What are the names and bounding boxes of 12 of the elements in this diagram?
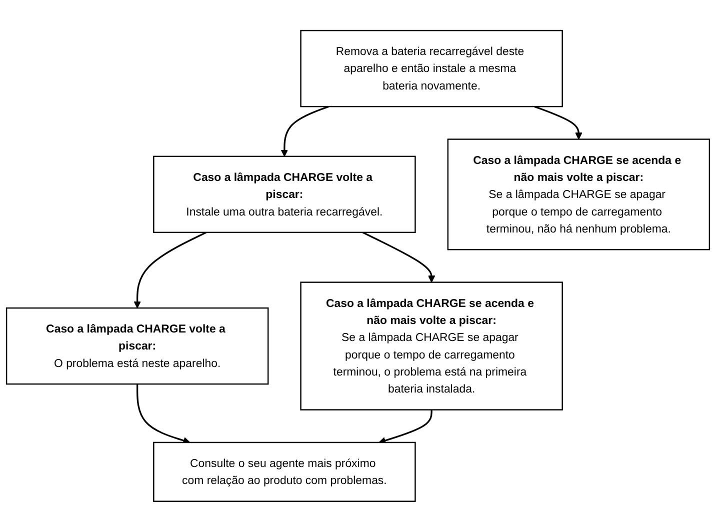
arrow (534, 106, 582, 140)
node-box: Caso a lâmpada CHARGE se acenda e não mais volte a piscar: Se a lâmpada CHARGE se apagar porque o tempo de carregamento terminou, não há nenhum problema. (447, 138, 710, 250)
node-box: Caso a lâmpada CHARGE volte a piscar: Instale uma outra bateria recarregável. (153, 156, 416, 234)
node-box: Remova a bateria recarregável deste aparelho e então instale a mesma bateria novamente. (300, 30, 563, 108)
arrow (280, 106, 329, 157)
node-box: Caso a lâmpada CHARGE se acenda e não mais volte a piscar: Se a lâmpada CHARGE se apagar porque o tempo de carregamento terminou, o problema está na primeira bateria instalada. (300, 282, 563, 410)
node-box: Consulte o seu agente mais próximo com relação ao produto com problemas. (153, 442, 416, 502)
arrow (136, 384, 190, 444)
arrow (362, 232, 436, 283)
arrow (378, 410, 432, 444)
node-box: Caso a lâmpada CHARGE volte a piscar: O problema está neste aparelho. (6, 307, 269, 385)
arrow (134, 232, 207, 308)
